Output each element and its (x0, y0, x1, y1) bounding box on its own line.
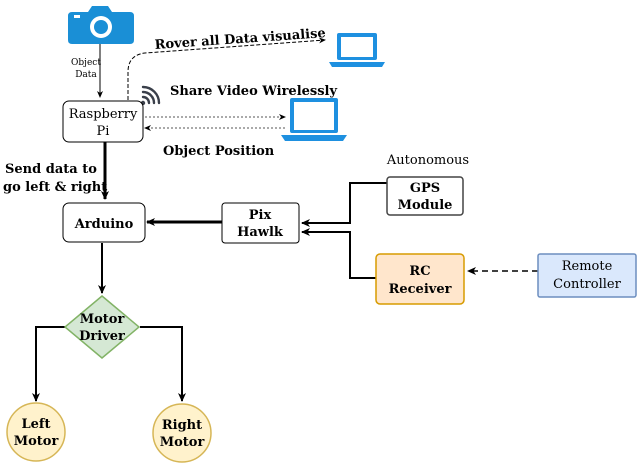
remote-controller-node: Remote Controller (537, 253, 637, 298)
raspberry-pi-label-line2: Pi (97, 124, 110, 139)
right-motor-label-line2: Motor (160, 435, 205, 450)
send-data-label-line1: Send data to (5, 162, 97, 177)
connectors (32, 37, 538, 402)
driver-to-right-motor-arrow (140, 326, 186, 402)
arduino-node: Arduino (62, 202, 146, 243)
motor-driver-label-line2: Driver (79, 329, 125, 344)
object-position-label: Object Position (163, 144, 275, 159)
remote-label-line2: Controller (553, 277, 621, 292)
pixhawk-label-line2: Hawlk (237, 225, 284, 240)
laptop-icon (329, 33, 385, 67)
driver-to-left-motor-arrow (32, 326, 65, 402)
rc-receiver-node: RC Receiver (375, 253, 465, 305)
laptop-icon (281, 98, 347, 141)
object-data-label-line1: Object (71, 58, 101, 68)
wifi-icon (140, 85, 161, 106)
motor-driver-node: Motor Driver (63, 295, 141, 359)
rc-label-line1: RC (409, 264, 430, 279)
rc-label-line2: Receiver (389, 282, 452, 297)
pixhawk-label-line1: Pix (249, 208, 272, 223)
arduino-label: Arduino (74, 217, 134, 232)
camera-icon (68, 6, 134, 44)
right-motor-label-line1: Right (162, 418, 202, 433)
rc-to-pixhawk-arrow (301, 228, 376, 279)
gps-label-line1: GPS (410, 181, 440, 196)
left-motor-label-line2: Motor (14, 434, 59, 449)
share-video-label: Share Video Wirelessly (170, 84, 337, 99)
pixhawk-node: Pix Hawlk (221, 202, 300, 244)
remote-label-line1: Remote (562, 259, 613, 274)
gps-to-pixhawk-arrow (301, 182, 387, 227)
gps-module-node: GPS Module (386, 176, 464, 216)
object-data-label-line2: Data (75, 70, 97, 80)
raspberry-pi-label-line1: Raspberry (69, 107, 138, 122)
raspberry-pi-node: Raspberry Pi (62, 100, 144, 143)
right-motor-node: Right Motor (152, 403, 212, 463)
left-motor-node: Left Motor (6, 402, 66, 462)
send-data-label-line2: go left & right (3, 180, 107, 195)
left-motor-label-line1: Left (21, 417, 50, 432)
gps-label-line2: Module (398, 198, 453, 213)
pi-to-visualise-laptop-arrow (127, 37, 326, 100)
rover-visualise-label: Rover all Data visualise (154, 26, 326, 53)
motor-driver-label-line1: Motor (80, 312, 125, 327)
autonomous-label: Autonomous (386, 153, 469, 168)
